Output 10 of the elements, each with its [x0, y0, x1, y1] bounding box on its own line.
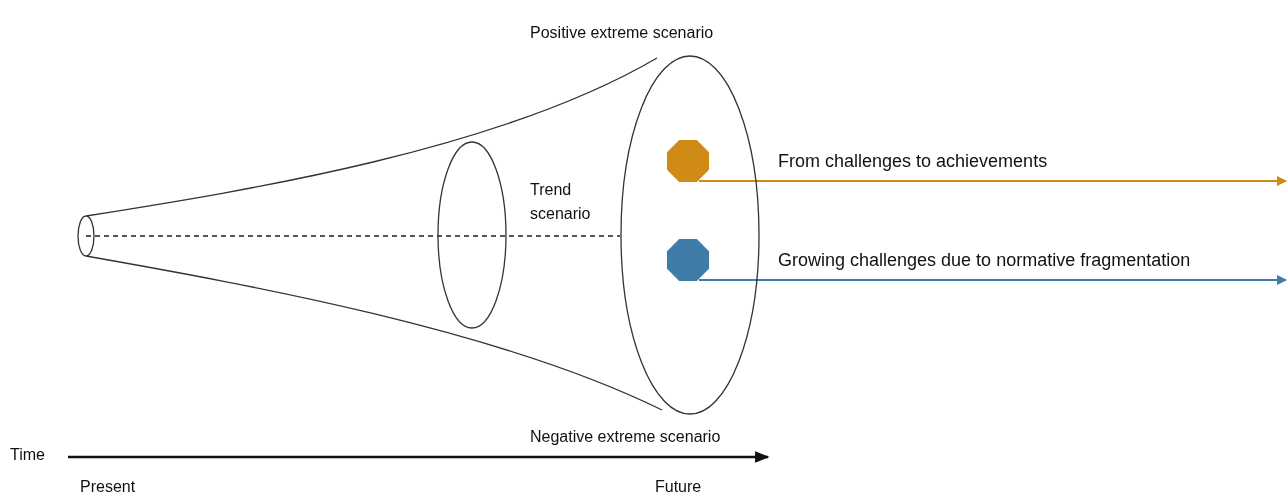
scenario-caption: Negative extreme scenario: [530, 427, 721, 447]
edge-label: Growing challenges due to normative fragmentation: [778, 249, 1191, 271]
text-label: Future: [655, 477, 702, 497]
edge-label: From challenges to achievements: [778, 150, 1048, 172]
arrow: [698, 275, 1287, 285]
scenario-caption: Positive extreme scenario: [530, 23, 714, 43]
text-label: Time: [10, 445, 45, 465]
text-label: Present: [80, 477, 136, 497]
text-label: Trend scenario: [530, 180, 592, 224]
arrow: [698, 176, 1287, 186]
